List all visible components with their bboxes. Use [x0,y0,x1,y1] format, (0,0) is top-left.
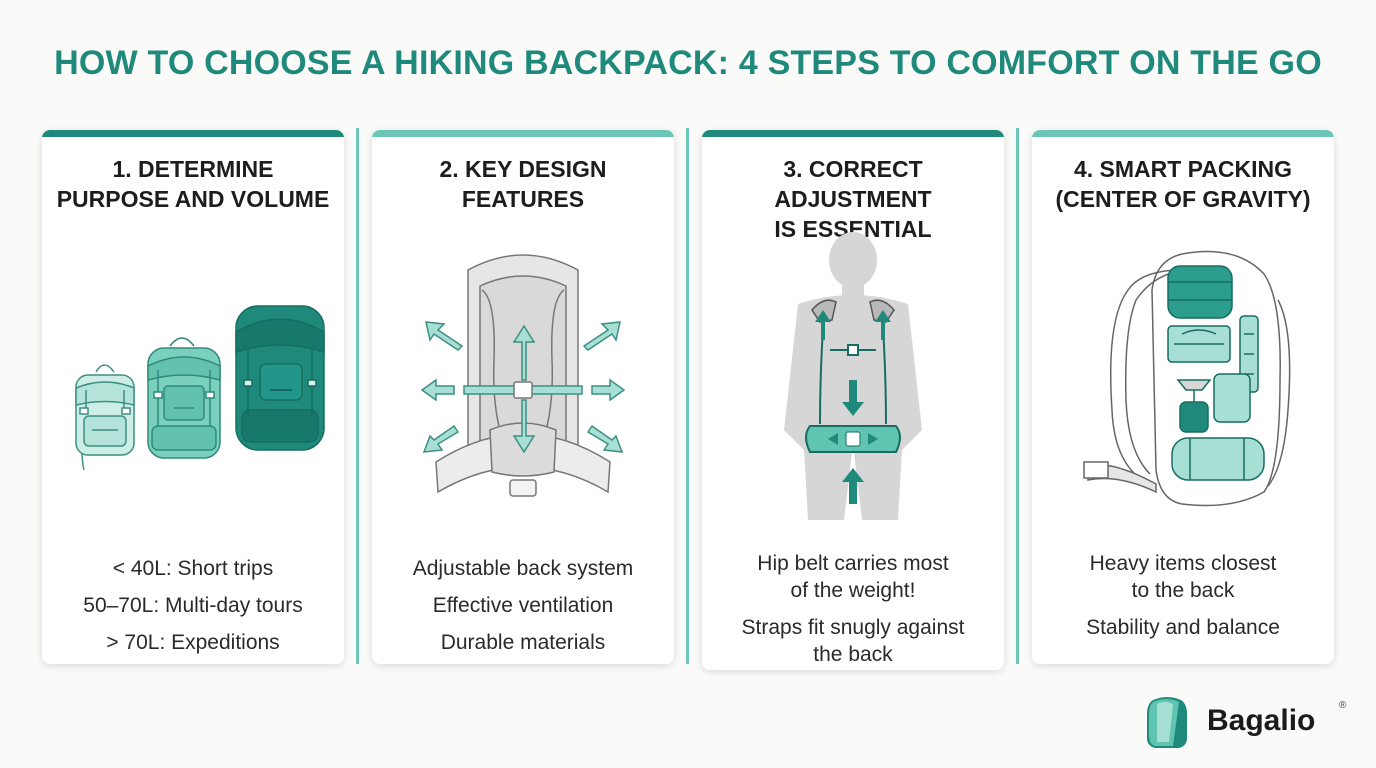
card-heading-line: FEATURES [461,186,585,212]
divider [356,128,359,664]
card-design-features: 2. KEY DESIGN FEATURES Adjustable back s… [372,130,674,664]
card-heading: 1. DETERMINE PURPOSE AND VOLUME [42,154,344,214]
card-heading: 2. KEY DESIGN FEATURES [372,154,674,214]
card-adjustment: 3. CORRECT ADJUSTMENT IS ESSENTIAL [702,130,1004,670]
card-text-line: Stability and balance [1086,616,1280,639]
card-text-line: to the back [1131,579,1235,602]
divider [1016,128,1019,664]
ventilation-arrows-icon [420,321,626,454]
card-text-line: Heavy items closest [1089,552,1277,575]
adjustment-arrows-icon [815,310,891,504]
card-top-bar [702,130,1004,137]
card-top-bar [1032,130,1334,137]
card-text-line: < 40L: Short trips [112,557,274,580]
fitted-hiker-illustration [784,232,922,520]
brand-name: Bagalio [1207,704,1316,737]
card-text-line: Straps fit snugly against [741,616,965,639]
card-description: Hip belt carries most of the weight! Str… [702,550,1004,668]
card-text-line: 50–70L: Multi-day tours [83,594,303,617]
brand-logo: Bagalio ® [1143,694,1353,750]
card-heading-line: 2. KEY DESIGN [439,156,607,182]
card-purpose-volume: 1. DETERMINE PURPOSE AND VOLUME [42,130,344,664]
card-heading-line: PURPOSE AND VOLUME [56,186,330,212]
card-smart-packing: 4. SMART PACKING (CENTER OF GRAVITY) [1032,130,1334,664]
card-text-line: > 70L: Expeditions [106,631,280,654]
card-text-line: the back [813,643,893,666]
card-text-line: Hip belt carries most [757,552,949,575]
card-heading-line: (CENTER OF GRAVITY) [1055,186,1311,212]
card-text-line: Effective ventilation [432,594,614,617]
card-top-bar [372,130,674,137]
packing-layout-illustration [1083,250,1291,507]
divider [686,128,689,664]
card-text-line: Adjustable back system [412,557,634,580]
card-text-line: Durable materials [440,631,606,654]
card-heading-line: 4. SMART PACKING [1073,156,1293,182]
card-heading-line: 1. DETERMINE [112,156,274,182]
card-top-bar [42,130,344,137]
registered-mark: ® [1339,700,1347,711]
small-backpack-icon [75,364,135,471]
large-backpack-icon [235,305,325,451]
card-text-line: of the weight! [790,579,916,602]
page-title: HOW TO CHOOSE A HIKING BACKPACK: 4 STEPS… [54,44,1322,82]
bagalio-logo-icon [1147,697,1187,748]
card-description: Heavy items closest to the back Stabilit… [1032,550,1334,641]
card-description: Adjustable back system Effective ventila… [372,550,674,661]
card-heading-line: 3. CORRECT ADJUSTMENT [774,156,932,212]
packed-items-icon [1167,265,1265,481]
backpack-sizes-illustration [75,305,325,471]
card-description: < 40L: Short trips 50–70L: Multi-day tou… [42,550,344,661]
back-system-illustration [420,254,626,497]
card-heading: 3. CORRECT ADJUSTMENT IS ESSENTIAL [702,154,1004,244]
medium-backpack-icon [147,337,221,459]
card-heading: 4. SMART PACKING (CENTER OF GRAVITY) [1032,154,1334,214]
